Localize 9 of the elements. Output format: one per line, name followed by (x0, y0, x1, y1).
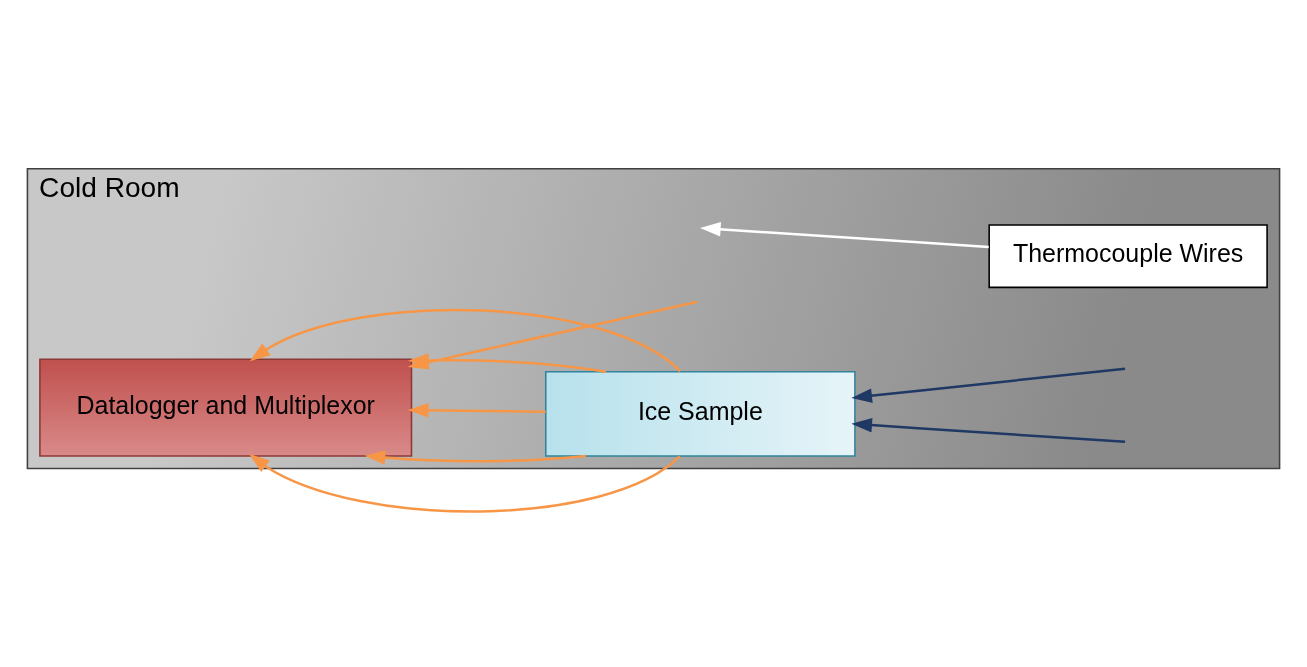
arrow (851, 367, 1126, 403)
arrow (407, 402, 546, 417)
node-box: Datalogger and Multiplexor (39, 357, 413, 457)
arrow (700, 221, 989, 248)
node-box: Thermocouple Wires (988, 223, 1268, 288)
arrow (851, 417, 1126, 443)
arrow (249, 308, 682, 372)
node-box: Ice Sample (545, 370, 856, 457)
arrow (364, 449, 586, 465)
